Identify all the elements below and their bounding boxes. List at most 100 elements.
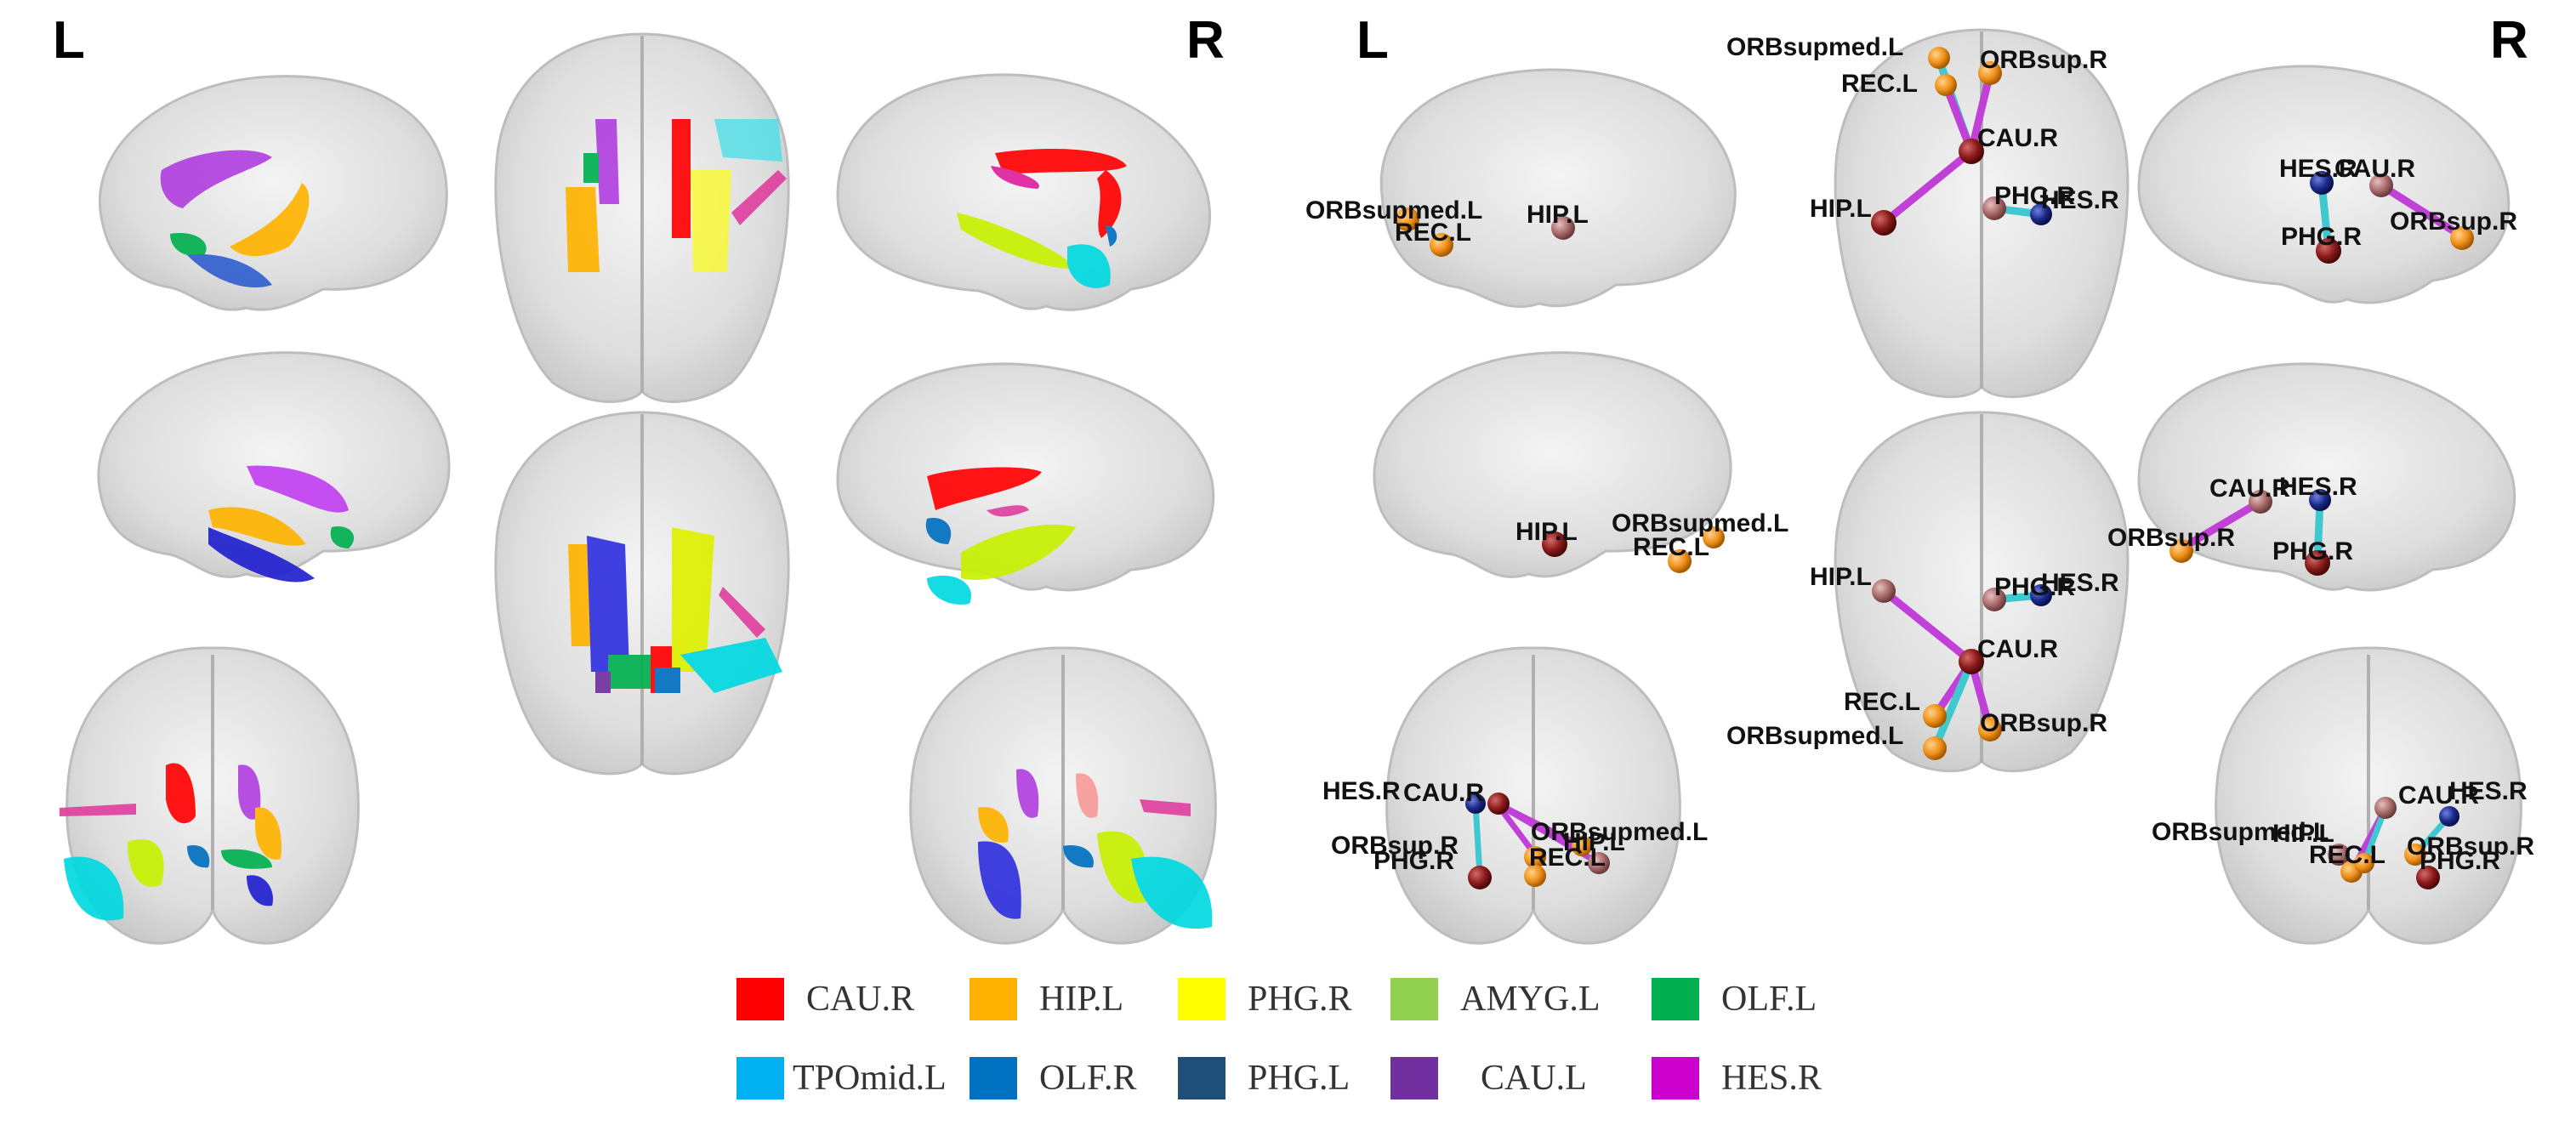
node-label: HES.R (2041, 186, 2119, 214)
node-label: HIP.L (1563, 828, 1625, 856)
region-phg-l (247, 875, 273, 906)
node-hip-l (2328, 844, 2350, 866)
node-hip-l (1542, 531, 1567, 557)
node-orbsupmed-l (1703, 526, 1725, 548)
region-phg-r (691, 170, 731, 272)
brain-sagittal-right (836, 73, 1211, 311)
region-olf-l (330, 526, 355, 548)
region-phg-r (1097, 831, 1149, 903)
node-label: ORBsupmed.L (1531, 818, 1708, 846)
legend-swatch (970, 1057, 1017, 1099)
node-label: REC.L (1633, 533, 1709, 561)
node-label: REC.L (1529, 844, 1606, 872)
node-label: ORBsup.R (1331, 832, 1459, 860)
region-cau-l (247, 465, 349, 513)
node-label: HIP.L (1527, 201, 1589, 229)
legend-label: OLF.R (1039, 1059, 1137, 1098)
region-phg-l (587, 536, 629, 672)
node-rec-l (1923, 704, 1947, 728)
node-orbsupmed-l (1928, 47, 1950, 69)
region-cau-l (160, 150, 272, 208)
node-hes-r (2030, 584, 2052, 606)
edge (1472, 800, 1483, 879)
region-tpomid-l (927, 575, 971, 605)
node-label: ORBsup.R (1980, 709, 2107, 737)
legend-label: AMYG.L (1460, 980, 1601, 1019)
hemisphere-right-label: R (2490, 11, 2528, 70)
node-label: PHG.R (2420, 847, 2500, 875)
legend-label: HES.R (1721, 1059, 1822, 1098)
node-hip-l (1551, 216, 1575, 240)
region-phg-l (978, 841, 1021, 919)
region-olf-l (221, 849, 272, 869)
node-rec-l (1668, 549, 1692, 573)
node-rec-l (1524, 865, 1546, 887)
region-cau-r (995, 149, 1127, 174)
legend-swatch (736, 978, 784, 1020)
region-legend: CAU.R HIP.L PHG.R AMYG.L OLF.L TPOmid.L … (731, 961, 1888, 1114)
right-panel (1373, 28, 2522, 945)
legend-swatch (1652, 978, 1699, 1020)
node-label: CAU.R (2209, 474, 2290, 503)
node-phg-r (2305, 550, 2330, 576)
region-olf-l (608, 655, 651, 689)
region-olf-l (170, 233, 207, 257)
region-hip-l (255, 807, 281, 860)
node-label: CAU.R (2334, 155, 2415, 183)
legend-item: CAU.L (1390, 1053, 1587, 1104)
region-olf-r (187, 254, 272, 288)
region-olf-r (1106, 225, 1117, 247)
node-label: ORBsup.R (2407, 832, 2534, 861)
legend-label: HIP.L (1039, 980, 1124, 1019)
region-cau-l (1016, 769, 1039, 818)
node-cau-r (2369, 173, 2393, 197)
legend-item: HES.R (1652, 1053, 1822, 1104)
node-phg-r (2316, 238, 2341, 264)
node-orbsup-r (1978, 718, 2002, 741)
legend-item: PHG.R (1178, 974, 1352, 1025)
node-orbsup-r (2169, 539, 2193, 563)
node-phg-r (2416, 866, 2440, 889)
region-hes-r (1140, 799, 1191, 816)
legend-label: OLF.L (1721, 980, 1817, 1019)
legend-label: CAU.L (1481, 1059, 1587, 1098)
node-orbsupmed-l (1572, 836, 1592, 856)
region-phg-l (208, 527, 315, 582)
legend-item: HIP.L (970, 974, 1123, 1025)
region-cau-l (595, 119, 619, 204)
region-hip-l (568, 544, 591, 646)
hemisphere-left-label: L (1356, 11, 1389, 70)
legend-label: PHG.R (1248, 980, 1352, 1019)
region-tpomid-l (64, 856, 124, 921)
legend-swatch (1178, 978, 1225, 1020)
left-panel (60, 32, 1217, 945)
node-label: HES.R (1322, 777, 1401, 805)
node-label: PHG.R (2281, 223, 2362, 251)
region-olf-r (1063, 845, 1094, 868)
network-nodes (1396, 47, 2474, 889)
node-hes-r (1465, 793, 1486, 814)
node-cau-r (2374, 797, 2397, 819)
region-cau-l (595, 672, 611, 693)
node-label: CAU.R (1977, 635, 2058, 663)
node-label: HES.R (2041, 569, 2119, 597)
node-cau-r (1487, 793, 1510, 815)
legend-label: TPOmid.L (793, 1059, 947, 1098)
node-cau-r (1959, 649, 1984, 674)
node-label: PHG.R (1994, 573, 2075, 601)
region-phg-r (961, 524, 1076, 580)
node-phg-r (1468, 866, 1492, 889)
node-label: REC.L (1841, 70, 1918, 98)
node-cau-r (2249, 490, 2272, 514)
region-cau-l (238, 764, 261, 820)
brain-net-sagittal-right-medial (2137, 362, 2516, 592)
legend-item: OLF.R (970, 1053, 1137, 1104)
legend-swatch (970, 978, 1017, 1020)
region-cau-r (1097, 170, 1122, 238)
legend-swatch (736, 1057, 784, 1099)
node-label: HES.R (2279, 155, 2357, 183)
region-cau-r (166, 763, 196, 824)
node-label: CAU.R (1403, 779, 1484, 807)
node-label: CAU.R (2398, 781, 2479, 810)
